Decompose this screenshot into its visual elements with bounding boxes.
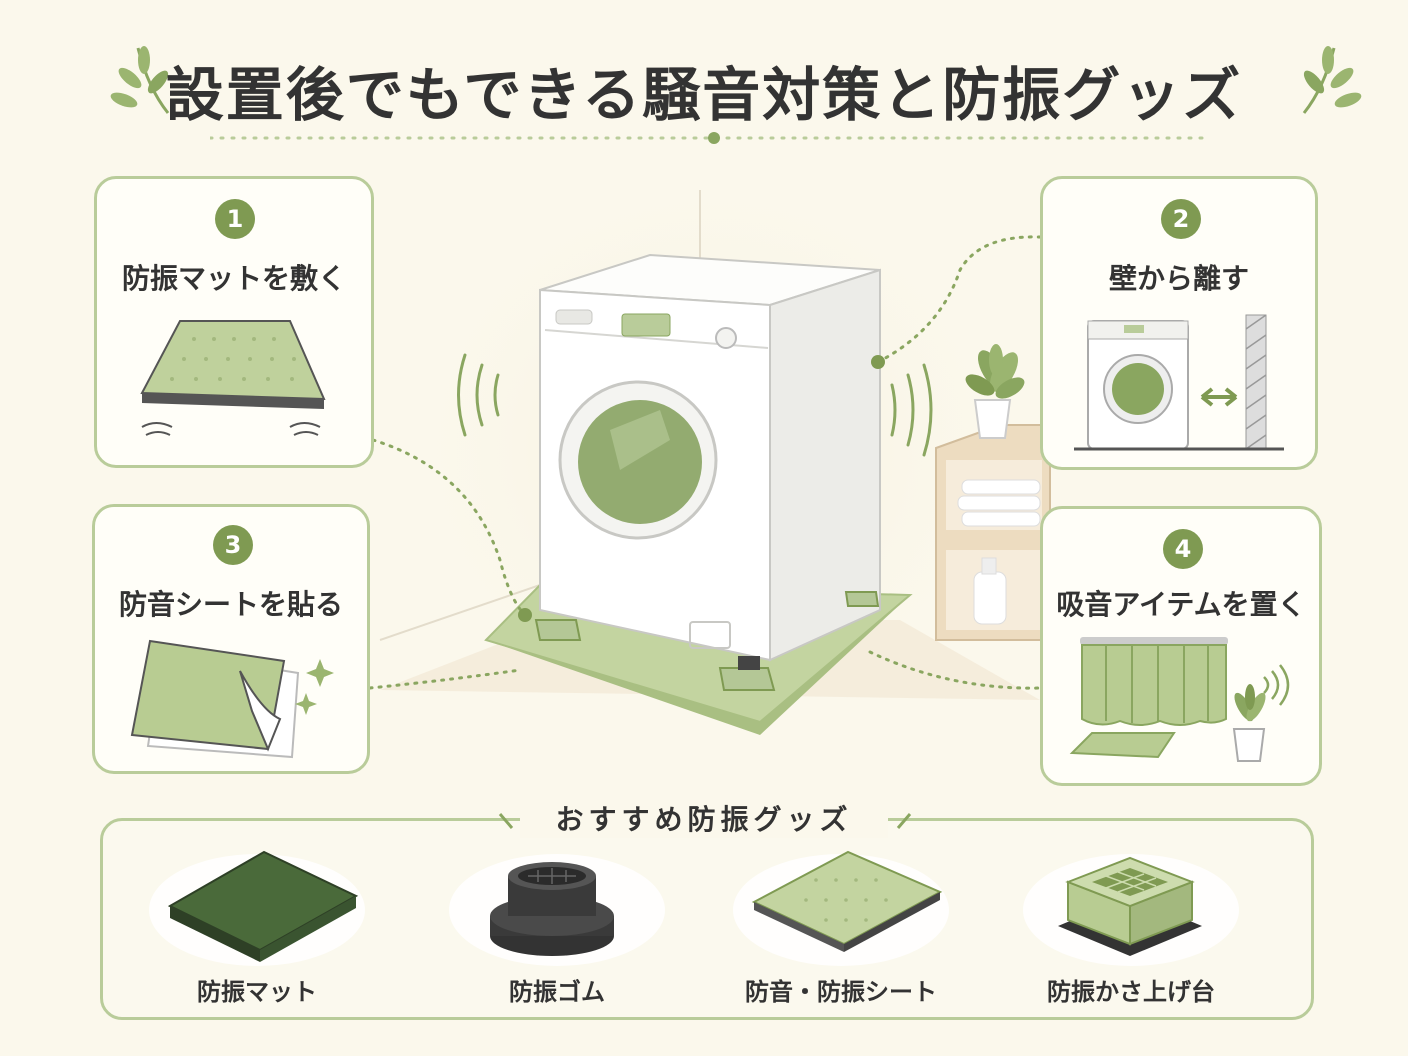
leaf-sprig-icon bbox=[1302, 46, 1362, 114]
goods-item: 防音・防振シート bbox=[726, 840, 956, 1010]
goods-item-label: 防振かさ上げ台 bbox=[1047, 978, 1215, 1006]
heading-backdrop bbox=[520, 806, 888, 838]
sheet-icon bbox=[130, 639, 334, 759]
step-number-badge: 3 bbox=[213, 525, 253, 565]
goods-item-label: 防振マット bbox=[197, 978, 317, 1006]
title-divider bbox=[210, 132, 1210, 144]
connector-dot bbox=[871, 355, 885, 369]
step-card-1: 1 防振マットを敷く bbox=[94, 176, 374, 468]
dark-mat-icon bbox=[149, 850, 365, 966]
goods-item: 防振ゴム bbox=[442, 840, 672, 1010]
step-number-badge: 1 bbox=[215, 199, 255, 239]
step-label: 防振マットを敷く bbox=[121, 262, 346, 295]
curtain-plant-icon bbox=[1069, 637, 1290, 762]
step-card-3: 3 防音シートを貼る bbox=[92, 504, 370, 774]
vibration-waves bbox=[457, 353, 933, 457]
page-title: 設置後でもできる騒音対策と防振グッズ bbox=[165, 61, 1243, 129]
step-label: 防音シートを貼る bbox=[118, 588, 343, 621]
goods-item: 防振マット bbox=[142, 840, 372, 1010]
leaf-sprig-icon bbox=[110, 46, 170, 114]
goods-item-label: 防振ゴム bbox=[509, 978, 605, 1006]
shelf bbox=[935, 424, 1051, 641]
step-card-4: 4 吸音アイテムを置く bbox=[1040, 506, 1322, 786]
goods-item: 防振かさ上げ台 bbox=[1016, 840, 1246, 1010]
connector-lines bbox=[368, 235, 1042, 690]
riser-icon bbox=[1023, 854, 1239, 966]
washer-wall-icon bbox=[1074, 314, 1284, 451]
goods-item-label: 防音・防振シート bbox=[745, 978, 937, 1006]
step-number-badge: 2 bbox=[1161, 199, 1201, 239]
goods-heading: おすすめ防振グッズ bbox=[555, 803, 853, 836]
washing-machine bbox=[534, 253, 881, 691]
connector-dot bbox=[518, 608, 532, 622]
step-label: 壁から離す bbox=[1108, 262, 1249, 295]
mat-icon bbox=[140, 320, 326, 436]
rubber-foot-icon bbox=[449, 854, 665, 966]
green-sheet-icon bbox=[733, 850, 949, 966]
step-label: 吸音アイテムを置く bbox=[1056, 588, 1306, 621]
heading-brackets bbox=[498, 813, 912, 829]
plant-icon bbox=[965, 344, 1025, 439]
step-card-2: 2 壁から離す bbox=[1040, 176, 1318, 470]
step-number-badge: 4 bbox=[1163, 529, 1203, 569]
